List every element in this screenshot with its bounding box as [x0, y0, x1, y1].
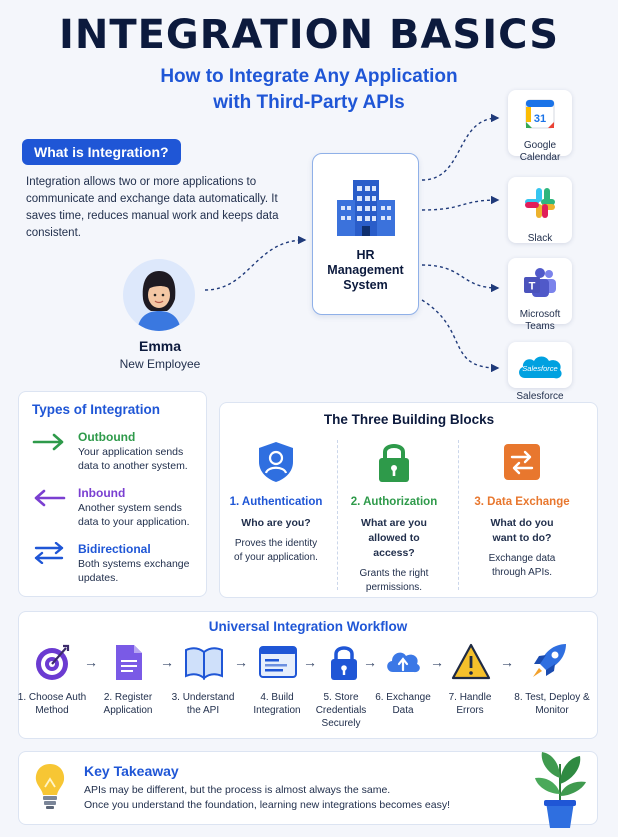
workflow-arrow: →	[363, 654, 377, 670]
workflow-step-label: 1. Choose Auth Method	[17, 692, 87, 716]
workflow-step-label: 2. Register Application	[103, 692, 153, 716]
book-icon	[185, 647, 223, 681]
blocks-title: The Three Building Blocks	[323, 412, 495, 427]
rocket-icon	[533, 644, 566, 677]
workflow-arrow: →	[234, 654, 248, 670]
workflow-arrow: →	[160, 654, 174, 670]
type-bidirectional-name: Bidirectional	[78, 542, 151, 556]
shield-user-icon	[259, 442, 293, 482]
workflow-arrow: →	[500, 654, 514, 670]
outbound-arrow-icon	[32, 433, 64, 451]
svg-text:Salesforce: Salesforce	[522, 364, 557, 373]
target-icon	[36, 644, 70, 680]
workflow-card	[18, 611, 598, 739]
lightbulb-icon	[35, 764, 65, 809]
salesforce-icon: Salesforce	[519, 356, 562, 379]
hr-system-label: HR Management System	[327, 248, 404, 292]
document-icon	[116, 645, 142, 680]
what-is-text: Integration allows two or more applicati…	[26, 176, 279, 239]
svg-text:31: 31	[534, 113, 546, 125]
microsoft-teams-icon: T	[524, 268, 556, 297]
slack-icon	[525, 188, 555, 218]
building-icon	[337, 180, 395, 236]
takeaway-title: Key Takeaway	[84, 763, 179, 779]
person-role: New Employee	[119, 357, 201, 371]
arrow-hr-to-teams	[421, 264, 500, 293]
cloud-sync-icon	[387, 652, 420, 673]
bidirectional-arrow-icon	[34, 542, 64, 564]
warning-icon	[451, 643, 491, 680]
code-window-icon	[259, 646, 297, 678]
types-title: Types of Integration	[32, 402, 161, 417]
app-label-slack: Slack	[527, 233, 553, 244]
takeaway-text: APIs may be different, but the process i…	[84, 784, 450, 811]
person-icon	[137, 271, 181, 331]
type-inbound-desc: Another system sends data to your applic…	[78, 502, 190, 528]
app-label-google-calendar: Google Calendar	[519, 140, 561, 163]
app-label-microsoft-teams: Microsoft Teams	[519, 309, 561, 332]
workflow-step-label: 5. Store Credentials Securely	[315, 692, 367, 729]
workflow-step-label: 3. Understand the API	[171, 692, 235, 716]
type-outbound-name: Outbound	[78, 430, 136, 444]
workflow-title: Universal Integration Workflow	[208, 619, 408, 634]
arrow-hr-to-salesforce	[421, 299, 500, 373]
lock-icon	[379, 444, 409, 482]
inbound-arrow-icon	[34, 489, 66, 507]
avatar	[123, 259, 195, 331]
blocks-card	[219, 402, 598, 598]
type-inbound-name: Inbound	[78, 486, 126, 500]
arrow-hr-to-calendar	[421, 113, 500, 181]
workflow-arrow: →	[430, 654, 444, 670]
arrow-hr-to-slack	[421, 195, 500, 211]
page-title: INTEGRATION BASICS	[58, 12, 560, 58]
block-authentication: 1. Authentication Who are you? Proves th…	[216, 440, 336, 565]
lock-icon	[331, 646, 357, 680]
exchange-icon	[504, 444, 540, 480]
google-calendar-icon: 31	[525, 99, 555, 129]
app-label-salesforce: Salesforce	[516, 391, 564, 402]
takeaway-card	[18, 751, 598, 825]
workflow-step-label: 7. Handle Errors	[448, 692, 492, 716]
block-authorization: 2. Authorization What are you allowed to…	[334, 440, 454, 595]
blocks-divider	[337, 440, 338, 590]
arrow-emma-to-hr	[204, 235, 307, 291]
types-card	[18, 391, 207, 597]
type-outbound-desc: Your application sends data to another s…	[78, 446, 188, 472]
workflow-arrow: →	[303, 654, 317, 670]
block-data-exchange: 3. Data Exchange What do you want to do?…	[462, 440, 582, 580]
svg-text:T: T	[529, 281, 536, 293]
workflow-arrow: →	[84, 654, 98, 670]
plant-icon	[535, 752, 586, 828]
page-subtitle: How to Integrate Any Application with Th…	[160, 66, 458, 113]
workflow-step-label: 8. Test, Deploy & Monitor	[514, 692, 590, 716]
type-bidirectional-desc: Both systems exchange updates.	[78, 558, 190, 584]
what-is-heading: What is Integration?	[22, 139, 181, 165]
person-name: Emma	[138, 338, 182, 354]
workflow-step-label: 6. Exchange Data	[375, 692, 431, 716]
blocks-divider	[458, 440, 459, 590]
workflow-step-label: 4. Build Integration	[253, 692, 301, 716]
